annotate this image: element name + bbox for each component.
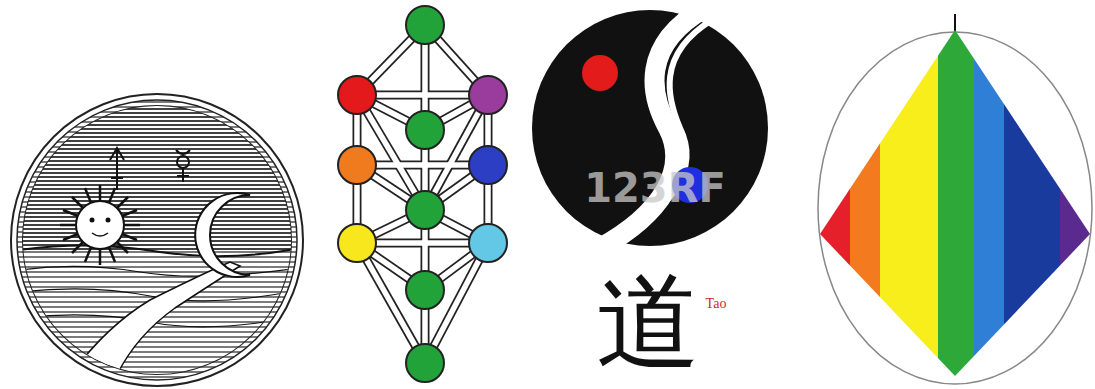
sephira-circle xyxy=(469,224,507,262)
sephira-circle xyxy=(469,146,507,184)
sephira-circle xyxy=(338,224,376,262)
moon-symbol xyxy=(195,193,250,277)
sephira-circle xyxy=(406,191,444,229)
alchemy-engraving xyxy=(11,94,303,389)
tree-of-life xyxy=(338,6,507,382)
yin-yang xyxy=(532,8,768,248)
latin-caption: Tao xyxy=(706,297,727,311)
rainbow-diamond xyxy=(818,14,1092,384)
sun-symbol xyxy=(60,185,140,265)
mercury-symbol xyxy=(176,150,190,182)
sephira-circle xyxy=(406,111,444,149)
arrow-symbol xyxy=(110,148,124,190)
sephira-circle xyxy=(338,146,376,184)
watermark-text: 123RF xyxy=(584,168,726,208)
sephira-circle xyxy=(338,76,376,114)
sephira-circle xyxy=(469,76,507,114)
sephira-circle xyxy=(406,6,444,44)
sephira-circle xyxy=(406,344,444,382)
chinese-character: 道 xyxy=(596,270,700,374)
sephira-circle xyxy=(406,271,444,309)
